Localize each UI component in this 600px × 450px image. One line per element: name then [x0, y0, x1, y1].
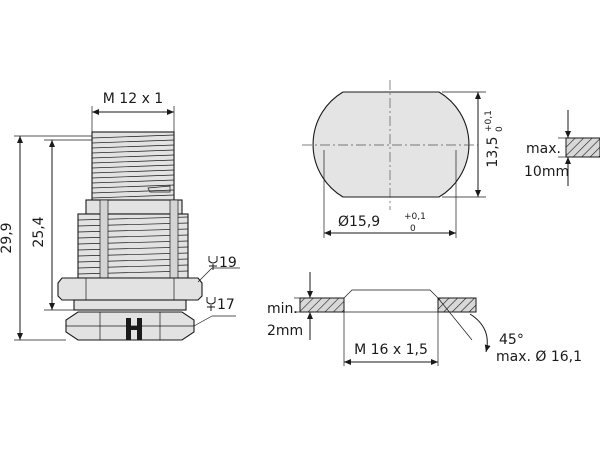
- washer: [73, 299, 187, 311]
- wrench-17-icon: [206, 297, 216, 311]
- thread-line: [91, 154, 175, 159]
- coding-mark: [126, 318, 131, 340]
- thread-line: [91, 139, 175, 144]
- gasket-section-view: min. 2mm M 16 x 1,5 45° max. Ø 16,1: [267, 272, 582, 366]
- gasket-min-label: min.: [267, 301, 298, 317]
- cutout-d-shape: [312, 91, 470, 198]
- thread-top-label: M 12 x 1: [103, 91, 163, 107]
- cutout-flat-tol-upper: +0,1: [484, 110, 494, 132]
- gasket-max-diameter-label: max. Ø 16,1: [496, 349, 582, 365]
- cutout-flat-label: 13,5: [485, 136, 501, 167]
- panel-max-label: max.: [526, 141, 561, 157]
- panel-section: [565, 137, 600, 158]
- thread-line: [91, 164, 175, 169]
- wrench-nut-label: 19: [219, 255, 237, 271]
- cutout-flat-tol-lower: 0: [495, 126, 505, 132]
- cutout-diameter-tol-upper: +0,1: [404, 212, 426, 222]
- inner-sleeve-right: [169, 199, 179, 279]
- thread-line: [91, 184, 175, 189]
- thread-line: [91, 134, 175, 139]
- height-body-label: 25,4: [31, 216, 47, 247]
- panel-max-value: 10mm: [524, 164, 569, 180]
- thread-line: [91, 149, 175, 154]
- cutout-diameter-tol-lower: 0: [410, 224, 416, 234]
- thread-line: [91, 144, 175, 149]
- angle-arc: [469, 313, 491, 353]
- gasket-left: [299, 297, 345, 313]
- thread-line: [91, 159, 175, 164]
- gasket-angle-label: 45°: [499, 332, 524, 348]
- height-total-label: 29,9: [0, 222, 15, 253]
- panel-cutout-view: Ø15,9 +0,1 0 13,5 +0,1 0: [302, 80, 505, 238]
- thread-line: [91, 194, 175, 199]
- thread-line: [91, 169, 175, 174]
- gasket-thread-label: M 16 x 1,5: [354, 342, 428, 358]
- thread-line: [91, 179, 175, 184]
- thread-run-out: [147, 185, 171, 193]
- gasket-min-value: 2mm: [267, 323, 303, 339]
- cutout-diameter-label: Ø15,9: [338, 214, 380, 230]
- flange-nut: [57, 277, 203, 301]
- inner-sleeve: [99, 199, 109, 279]
- gasket-bevel-left: [343, 289, 439, 299]
- connector-side-view: M 12 x 1 29,9 25,4 19 17: [0, 91, 240, 341]
- thread-line: [91, 189, 175, 194]
- wrench-hex-label: 17: [217, 297, 235, 313]
- thread-line: [91, 174, 175, 179]
- panel-thickness-view: max. 10mm: [524, 110, 600, 186]
- wrench-19-icon: [208, 256, 218, 270]
- upper-thread-lines: [91, 134, 175, 199]
- gasket-right: [437, 297, 477, 313]
